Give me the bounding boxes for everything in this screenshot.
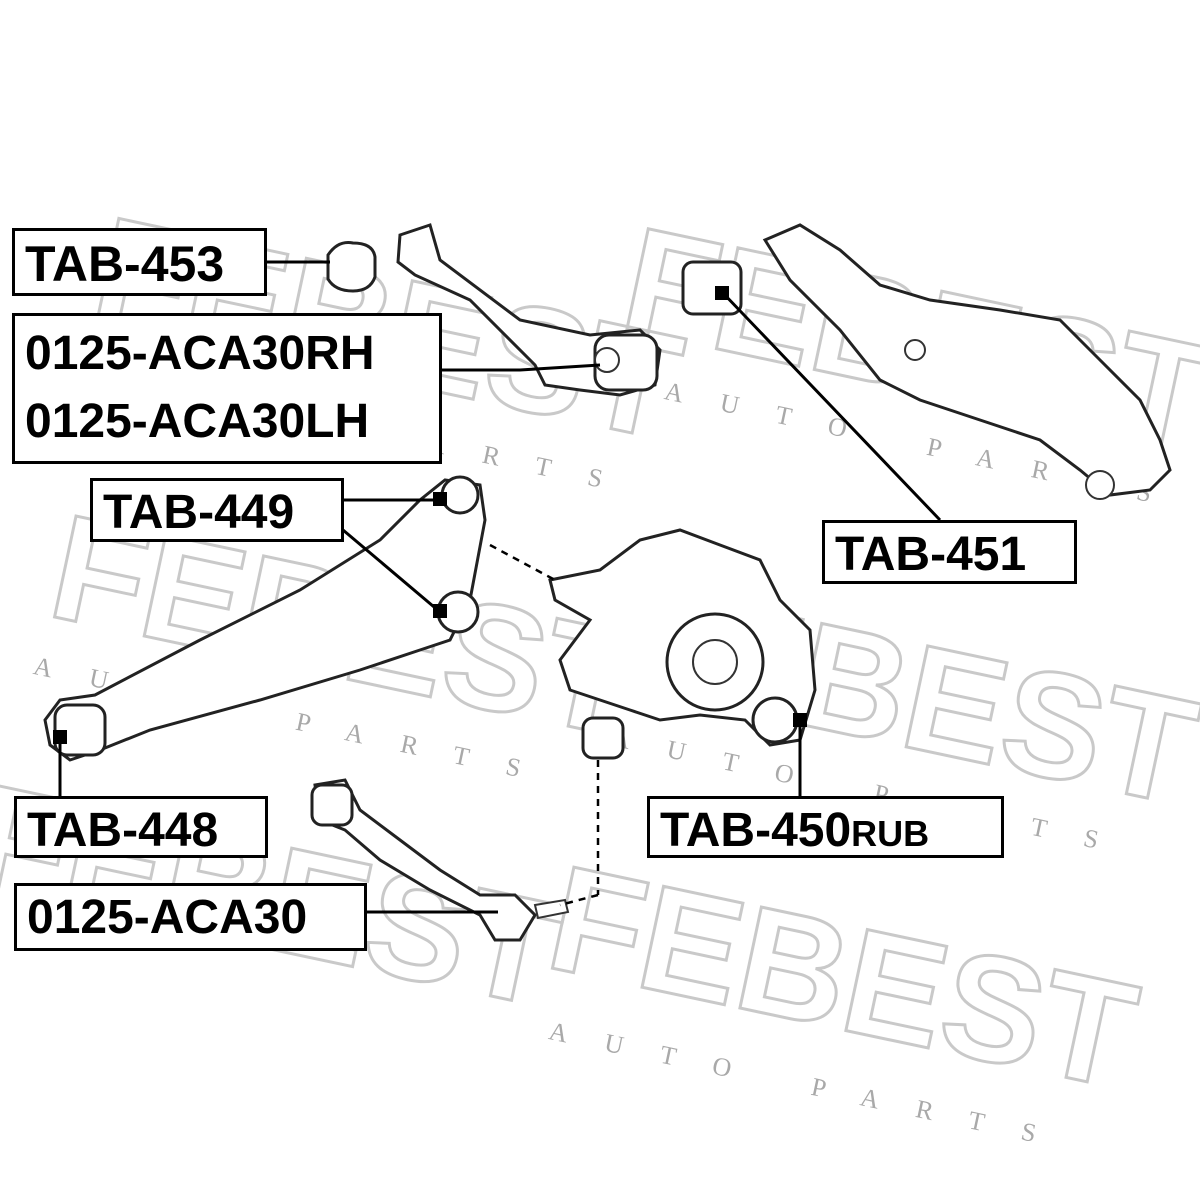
upper-arm [396, 223, 662, 397]
toe-link [310, 778, 570, 942]
label-0125-aca30: 0125-ACA30 [14, 883, 367, 951]
part-number: TAB-448 [27, 804, 219, 857]
part-number: TAB-453 [25, 236, 225, 292]
part-number: TAB-450 [660, 804, 852, 857]
label-tab-453: TAB-453 [12, 228, 267, 296]
part-number-rh: 0125-ACA30RH [25, 327, 375, 380]
part-number: TAB-449 [103, 486, 295, 539]
part-number-suffix: RUB [851, 813, 930, 854]
part-number-lh: 0125-ACA30LH [25, 395, 370, 448]
lower-arm [43, 475, 487, 762]
knuckle [548, 528, 817, 760]
label-tab-450rub: TAB-450RUB [647, 796, 1004, 858]
part-number: 0125-ACA30 [27, 891, 308, 944]
label-tab-448: TAB-448 [14, 796, 268, 858]
bushing-tab453 [326, 241, 377, 293]
label-tab-451: TAB-451 [822, 520, 1077, 584]
label-tab-449: TAB-449 [90, 478, 344, 542]
leader-lines [53, 260, 942, 914]
part-number: TAB-451 [835, 528, 1027, 581]
label-0125-aca30-rh-lh: 0125-ACA30RH 0125-ACA30LH [12, 313, 442, 464]
trailing-arm [681, 223, 1172, 500]
dashed-lines [489, 543, 600, 907]
